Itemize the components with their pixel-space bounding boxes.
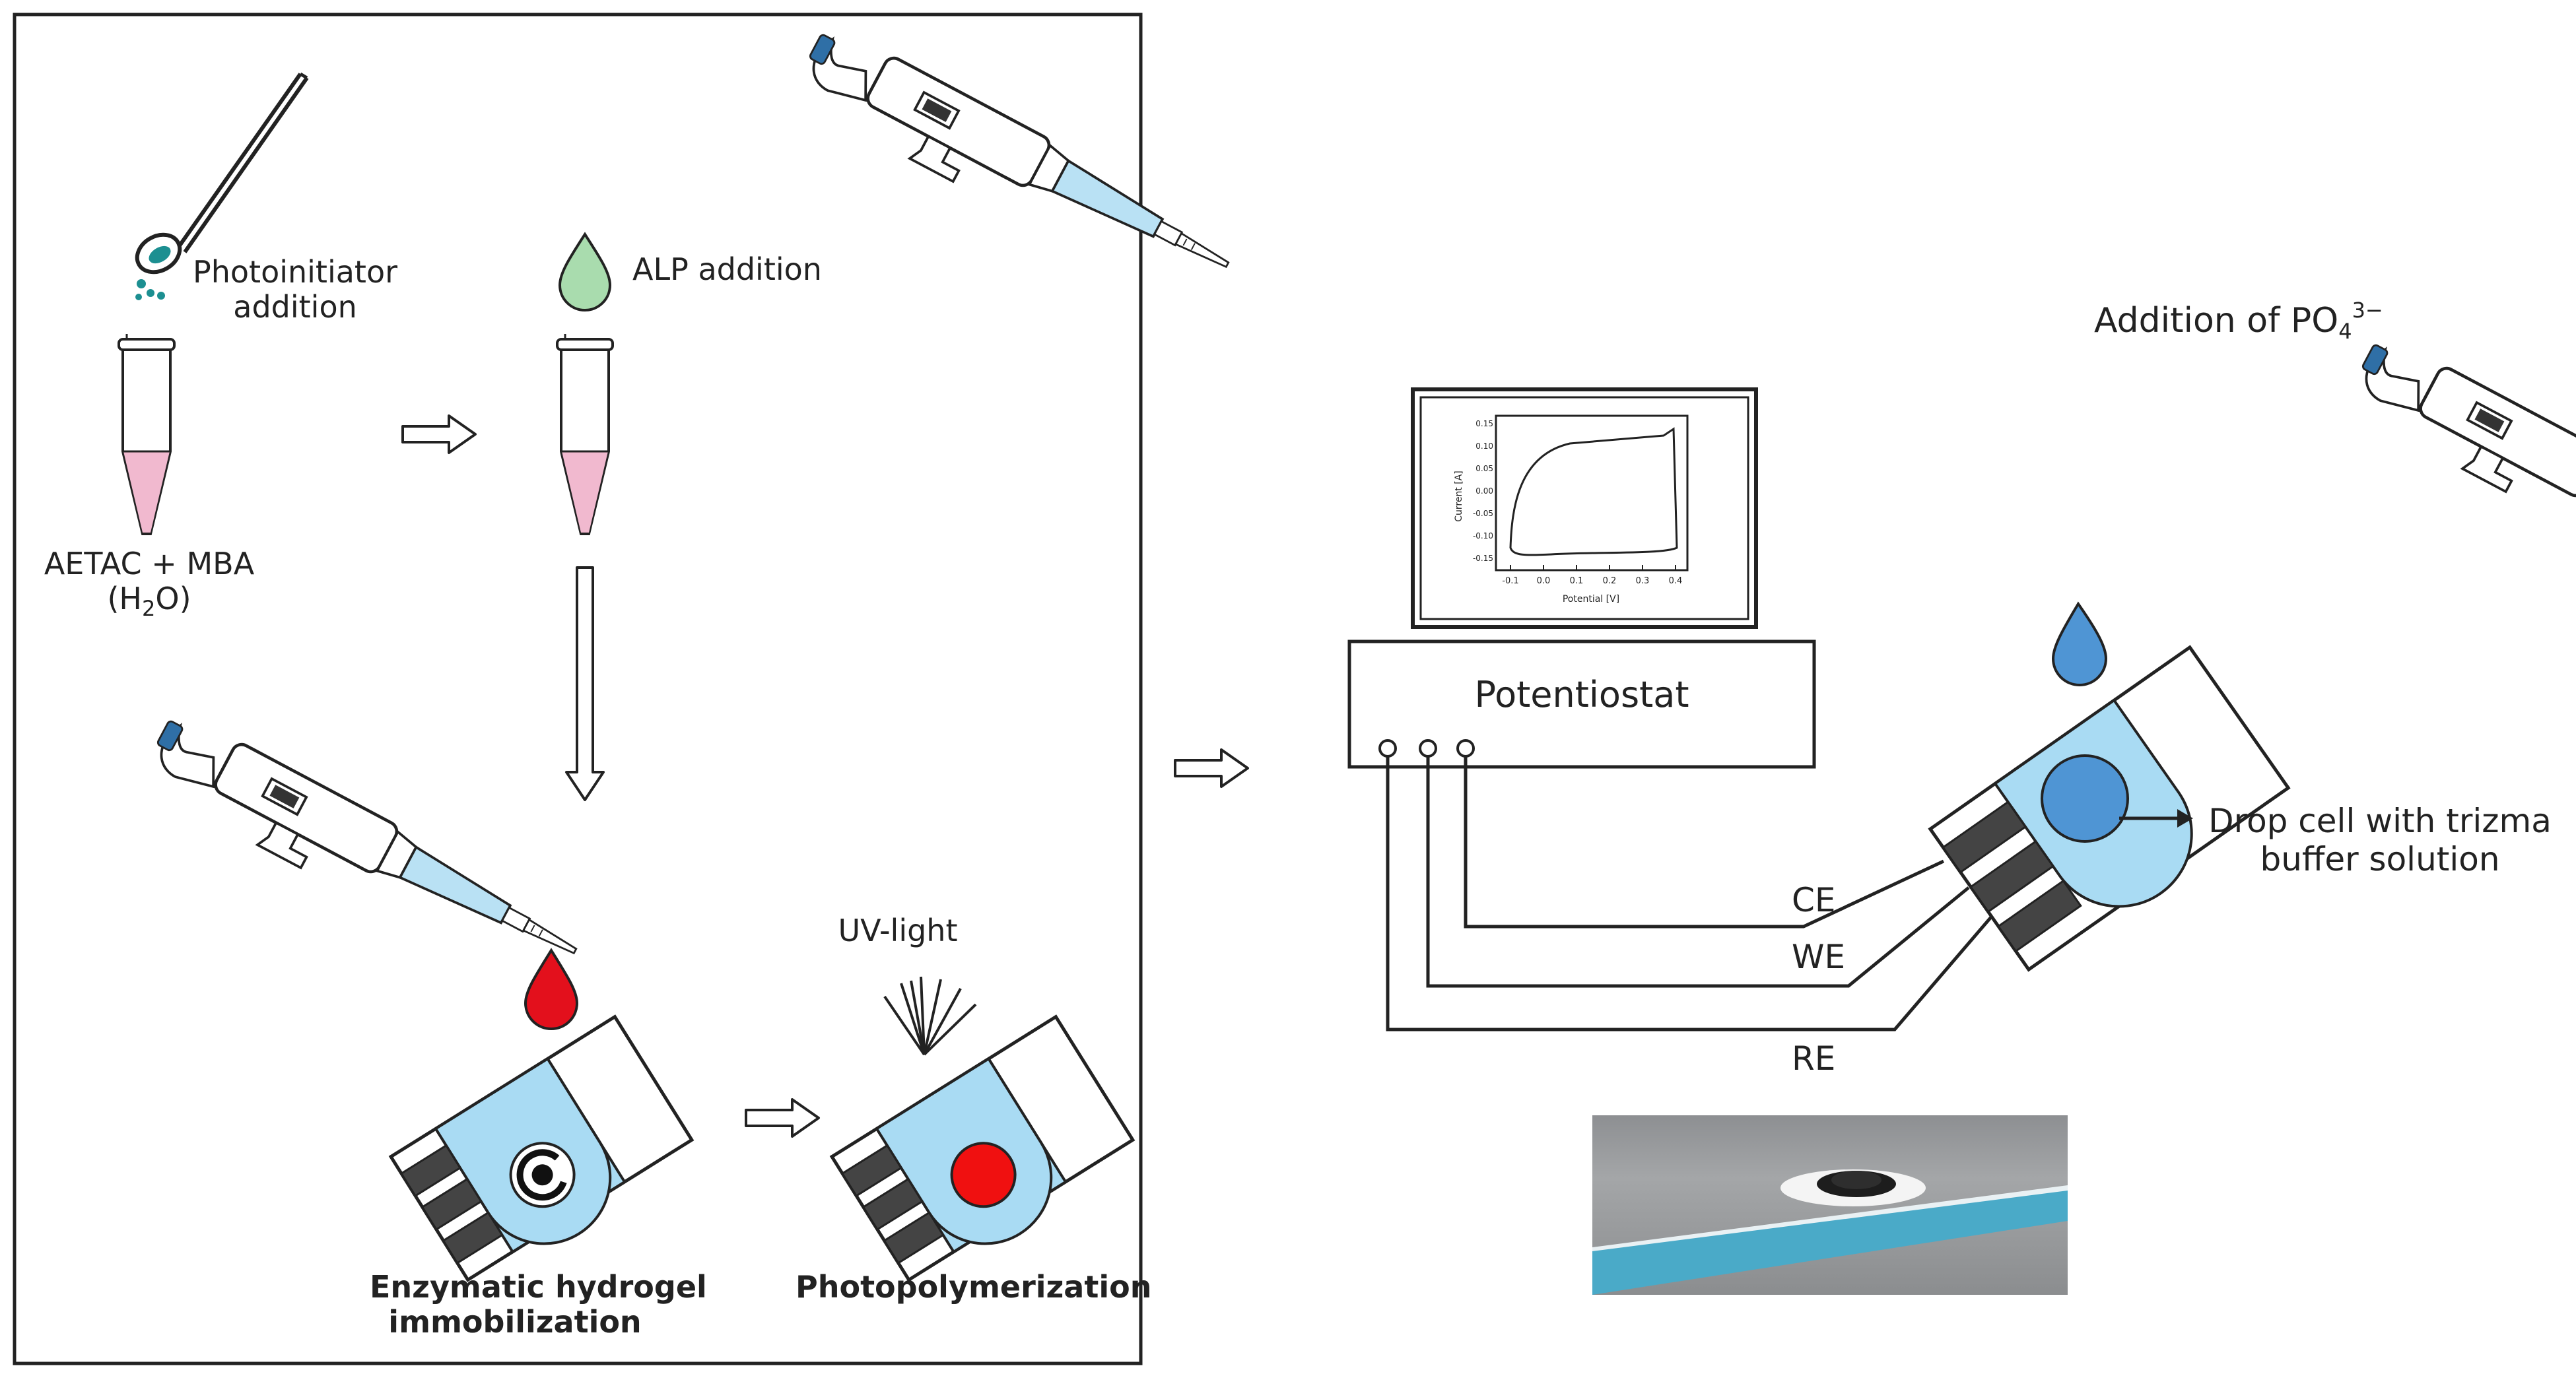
eppendorf-tube-icon [556,333,614,535]
cv-ytick: 0.05 [1475,464,1493,473]
cv-ytick: -0.10 [1473,531,1493,540]
electrode-strip-icon [832,1017,1143,1297]
photopolymerization-label: Photopolymerization [796,1269,1152,1305]
alp-label: ALP addition [632,251,822,287]
arrow-right-icon [401,414,477,454]
arrow-right-icon [745,1098,820,1138]
photoinitiator-label: Photoinitiator addition [193,254,398,325]
arrow-right-icon [1174,748,1249,788]
uv-label: UV-light [838,913,958,948]
arrow-head [2177,809,2193,828]
eppendorf-tube-icon [118,333,176,535]
cv-ytick: -0.05 [1473,509,1493,518]
electrode-wires [1386,756,1995,1031]
uv-lamp-icon [883,976,977,1056]
cv-xtick: 0.1 [1570,576,1584,586]
pipette-icon [137,708,588,1000]
pipette-icon [790,22,1240,313]
electrode-strip-icon [391,1017,702,1297]
cv-xtick: -0.1 [1502,576,1518,586]
cv-xtick: 0.3 [1636,576,1650,586]
cv-curve [1509,427,1678,556]
alp-drop [558,232,612,311]
we-label: WE [1792,938,1846,976]
arrow-down-icon [565,566,605,801]
solution-label: AETAC + MBA (H2O) [44,546,255,621]
cv-ytick: 0.00 [1475,486,1493,496]
device-photo [1592,1115,2068,1295]
drop-cell-label: Drop cell with trizma buffer solution [2208,802,2552,878]
spatula-icon [135,72,309,300]
cv-ytick: -0.15 [1473,554,1493,563]
cv-xlabel: Potential [V] [1563,594,1619,605]
enzyme-drop [524,948,579,1030]
potentiostat-label: Potentiostat [1474,674,1689,715]
cv-xtick: 0.4 [1669,576,1683,586]
connector-terminals [1378,739,1475,758]
cv-ticks [1510,565,1676,570]
phosphate-drop [2051,601,2108,686]
cv-ylabel: Current [A] [1454,471,1464,522]
re-label: RE [1792,1039,1836,1078]
phosphate-label: Addition of PO43− [2094,298,2383,344]
cv-xtick: 0.2 [1603,576,1617,586]
pipette-icon [2342,332,2576,624]
hydrogel-spot [950,1142,1017,1208]
monitor-icon: -0.1 0.0 0.1 0.2 0.3 0.4 Potential [V] 0… [1411,387,1758,629]
immobilization-label: Enzymatic hydrogel immobilization [370,1269,707,1340]
left-panel-frame [13,13,1143,1365]
cv-ytick: 0.10 [1475,442,1493,451]
cv-xtick: 0.0 [1537,576,1551,586]
drop-cell [2041,754,2129,843]
cv-ytick: 0.15 [1475,419,1493,428]
ce-label: CE [1792,881,1836,919]
